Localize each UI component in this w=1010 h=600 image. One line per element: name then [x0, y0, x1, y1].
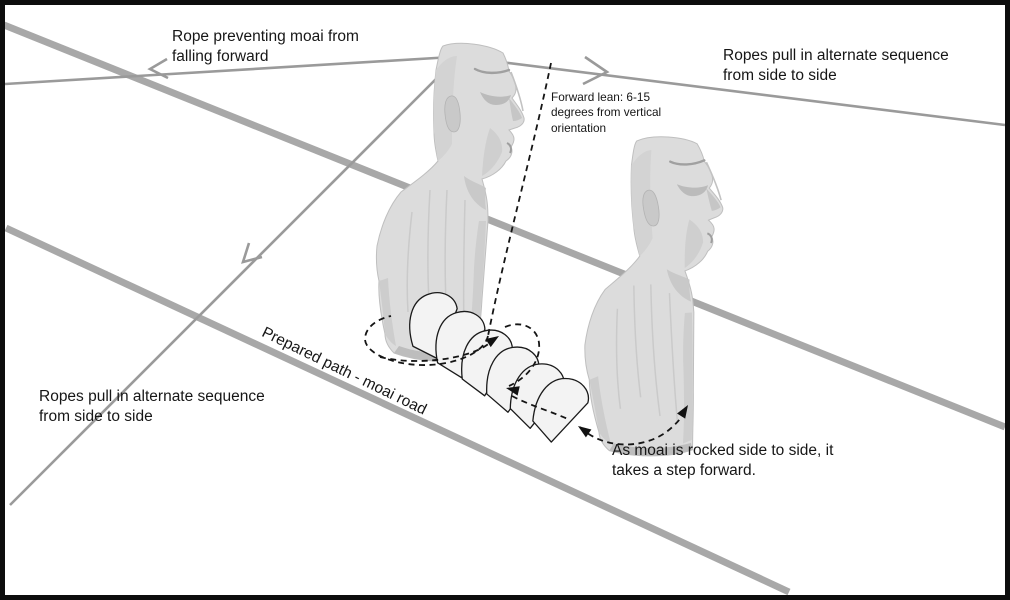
rope-backward: [4, 55, 453, 86]
step-weave-1: [379, 337, 497, 362]
base-rocking-loop: [364, 315, 489, 366]
ropes: [4, 54, 1006, 506]
label-rope-preventing-fall: Rope preventing moai from falling forwar…: [172, 28, 359, 65]
moai-road: [2, 21, 1007, 596]
forward-lean-line: [487, 62, 552, 337]
road-near-edge: [4, 224, 791, 596]
label-rocking-step: As moai is rocked side to side, it takes…: [612, 442, 834, 479]
moai-statue-front: [568, 131, 741, 462]
label-forward-lean: Forward lean: 6-15 degrees from vertical…: [551, 90, 662, 135]
rope-backward-arrow-icon: [147, 57, 169, 80]
rope-right-arrow-icon: [582, 55, 610, 86]
label-ropes-alternate-bottom: Ropes pull in alternate sequence from si…: [39, 388, 265, 425]
label-ropes-alternate-top: Ropes pull in alternate sequence from si…: [723, 47, 949, 84]
road-far-edge: [2, 21, 1007, 431]
step-weave-3: [511, 395, 571, 421]
rope-side-right: [451, 54, 1006, 127]
step-weave-2: [504, 323, 540, 387]
rope-left-arrow-icon: [241, 242, 263, 264]
rope-side-left: [9, 60, 455, 506]
